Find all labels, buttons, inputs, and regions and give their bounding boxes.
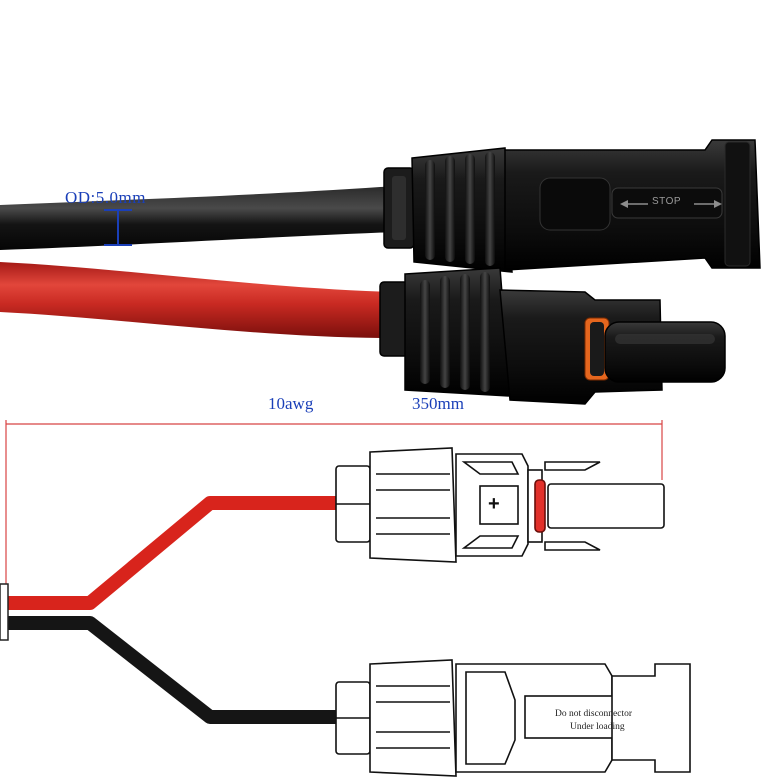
connector-photo [0, 139, 761, 405]
outer-diameter-label: OD:5.0mm [65, 188, 146, 207]
positive-symbol: + [488, 493, 500, 515]
dimension-line [5, 420, 663, 640]
wire-gauge-label: 10awg [268, 394, 314, 413]
female-connector-diagram [335, 659, 691, 777]
red-wire-diagram [0, 496, 338, 610]
female-connector [383, 139, 761, 273]
stop-marking: STOP [652, 196, 682, 207]
warning-text-line1: Do not disconnector [555, 709, 633, 719]
red-cable [0, 262, 392, 338]
male-connector-diagram [335, 447, 665, 563]
warning-text-line2: Under loading [570, 722, 625, 732]
male-connector [379, 267, 726, 405]
black-wire-diagram [0, 616, 338, 724]
black-cable [0, 186, 395, 250]
length-label: 350mm [412, 394, 464, 413]
